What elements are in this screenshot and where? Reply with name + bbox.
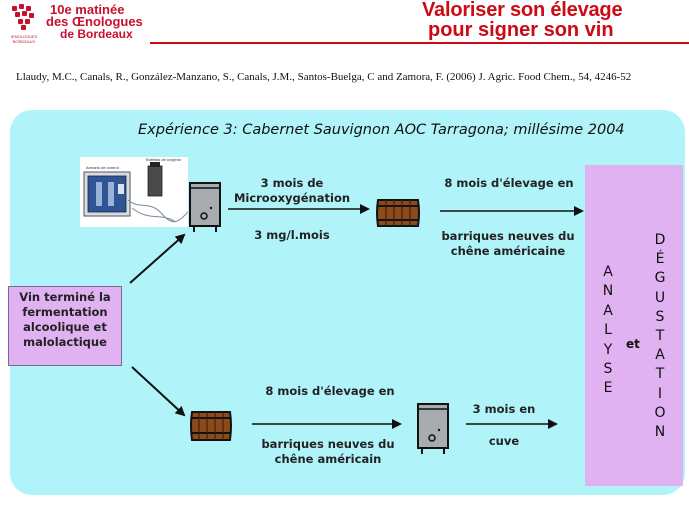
arrow-to-bottom-branch <box>131 366 186 417</box>
arrow-to-top-branch <box>129 233 186 284</box>
vertical-letter: N <box>602 283 614 300</box>
vertical-letter: L <box>604 322 612 339</box>
bottom-step2-top-label: 3 mois en <box>472 402 536 416</box>
citation: Llaudy, M.C., Canals, R., González-Manza… <box>16 71 632 83</box>
vertical-letter: A <box>603 264 613 280</box>
top-step1-bottom-label: 3 mg/l.mois <box>254 228 330 242</box>
start-box <box>8 286 122 366</box>
barrel-icon-bottom <box>190 411 232 441</box>
vertical-letter: É <box>655 251 665 268</box>
vertical-letter: Y <box>603 341 613 358</box>
logo-caption: ŒNOLOGUES BORDEAUX <box>10 34 38 44</box>
vertical-letter: U <box>654 289 666 306</box>
vertical-letter: A <box>603 302 613 319</box>
tank-icon-bottom <box>417 403 449 454</box>
top-step1-top-label: 3 mois de Microoxygénation <box>233 176 351 205</box>
bottom-step1-top-label: 8 mois d'élevage en <box>265 384 395 398</box>
vertical-letter: D <box>654 232 666 248</box>
microoxygenation-device-icon <box>80 157 189 227</box>
vertical-letter: O <box>654 404 666 421</box>
vertical-letter: A <box>655 347 665 364</box>
vertical-letter: T <box>655 328 665 344</box>
bottom-step1-bottom-label: barriques neuves du chêne américain <box>261 437 395 466</box>
brand-line-3: de Bordeaux <box>60 27 133 41</box>
device-caption-oxygen: Botellas de oxígeno <box>146 157 182 162</box>
brand-line-1: 10e matinée <box>50 2 125 17</box>
vertical-letter: N <box>654 424 666 440</box>
slide-title-line-1: Valoriser son élevage <box>422 0 623 21</box>
top-step2-bottom-label: barriques neuves du chêne américaine <box>441 229 575 258</box>
final-box <box>585 165 683 486</box>
oenologues-logo-icon <box>4 2 44 38</box>
vertical-letter: G <box>654 270 666 287</box>
vertical-letter: E <box>603 380 613 397</box>
vertical-letter: T <box>655 366 665 383</box>
tank-icon-top <box>189 182 221 232</box>
experiment-title: Expérience 3: Cabernet Sauvignon AOC Tar… <box>138 122 625 138</box>
et-label: et <box>626 337 640 351</box>
brand-line-2: des Œnologues <box>46 14 143 29</box>
vertical-letter: S <box>655 308 665 325</box>
vertical-letter: I <box>657 385 663 402</box>
header-divider <box>150 42 689 44</box>
top-step2-top-label: 8 mois d'élevage en <box>444 176 574 190</box>
barrel-icon-top <box>376 199 420 227</box>
event-brand: 10e matinée des Œnologues de Bordeaux <box>46 0 146 44</box>
vertical-letter: S <box>603 361 613 377</box>
device-caption-control: Armario de control <box>86 165 119 170</box>
start-label: Vin terminé la fermentation alcoolique e… <box>19 290 111 349</box>
bottom-step2-bottom-label: cuve <box>488 434 520 448</box>
slide-title-line-2: pour signer son vin <box>428 19 614 41</box>
